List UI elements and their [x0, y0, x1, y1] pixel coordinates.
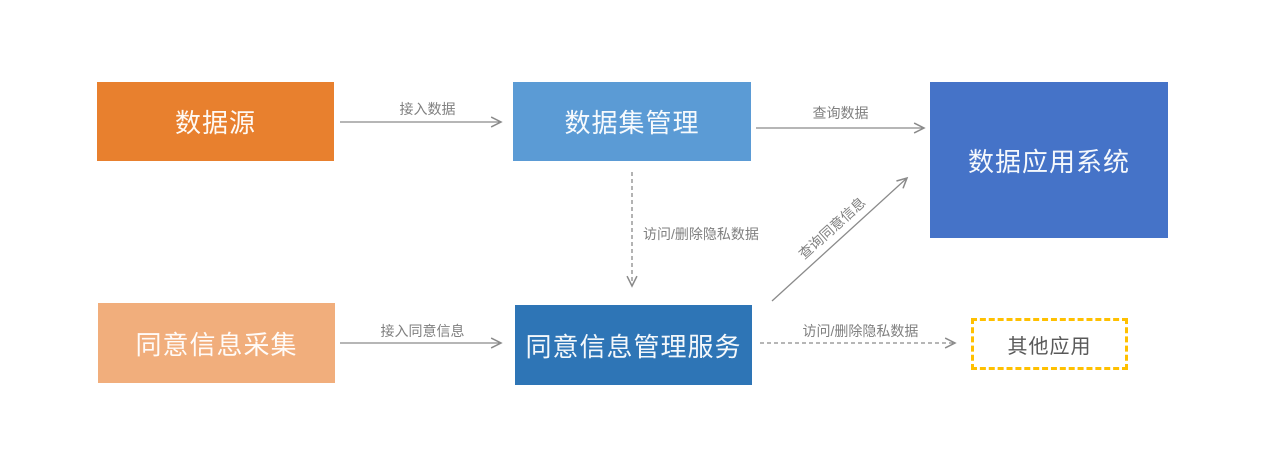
node-data-application-system: 数据应用系统	[930, 82, 1168, 238]
node-dataset-management-label: 数据集管理	[564, 108, 700, 138]
node-data-application-system-label: 数据应用系统	[967, 146, 1130, 177]
edge-label-access-delete-private-data-right: 访问/删除隐私数据	[802, 323, 919, 339]
edge-label-access-data: 接入数据	[399, 101, 456, 117]
edge-query-consent-info-diagonal-arrow	[771, 176, 909, 302]
edge-label-access-consent-info: 接入同意信息	[380, 323, 465, 339]
node-consent-info-management-service-label: 同意信息管理服务	[525, 331, 742, 362]
edge-label-access-delete-private-data-down: 访问/删除隐私数据	[643, 226, 759, 242]
node-dataset-management: 数据集管理	[513, 82, 751, 161]
node-consent-info-collection-label: 同意信息采集	[135, 329, 298, 360]
node-other-applications-label: 其他应用	[1007, 335, 1092, 358]
node-data-source-label: 数据源	[174, 108, 256, 138]
node-consent-info-collection: 同意信息采集	[98, 303, 335, 383]
node-consent-info-management-service: 同意信息管理服务	[515, 305, 752, 385]
edge-label-query-data: 查询数据	[812, 105, 869, 121]
node-other-applications: 其他应用	[971, 318, 1128, 370]
node-data-source: 数据源	[97, 82, 334, 161]
